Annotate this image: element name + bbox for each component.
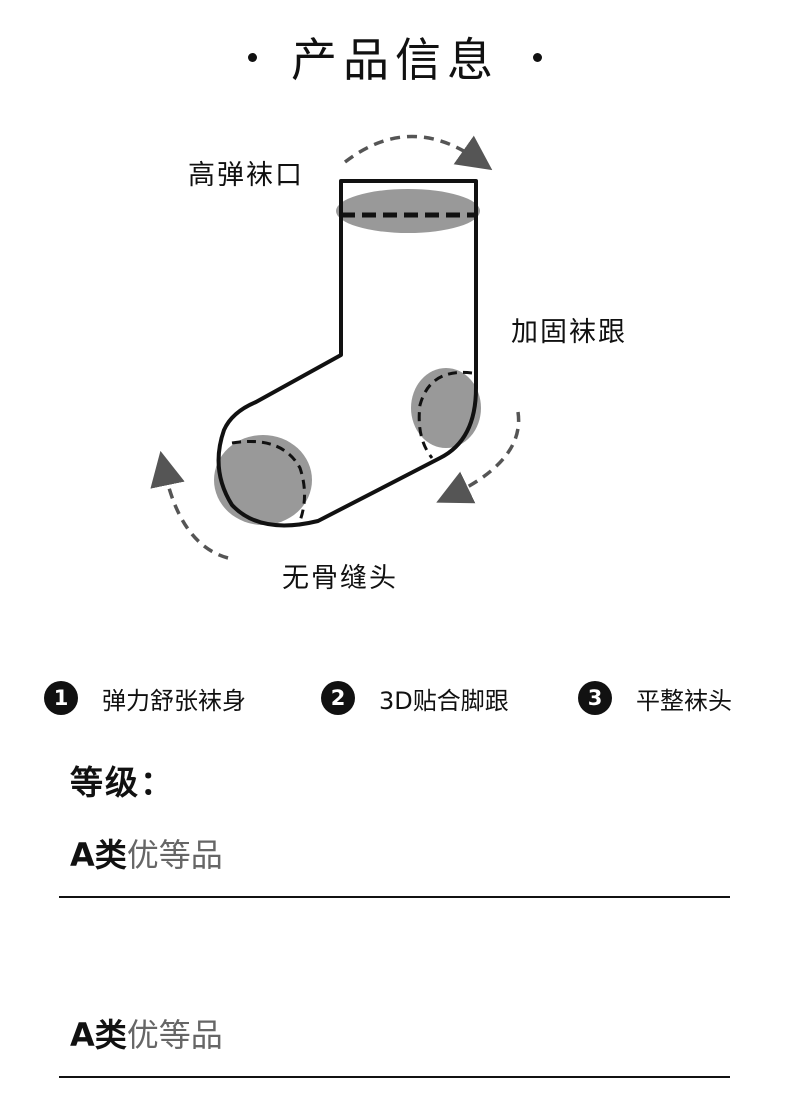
feature-item: 2 3D贴合脚跟 xyxy=(321,681,509,716)
callout-cuff: 高弹袜口 xyxy=(188,160,304,191)
grade-class: A类 xyxy=(70,836,127,874)
feature-label: 3D贴合脚跟 xyxy=(379,686,509,715)
divider-line xyxy=(59,1076,730,1078)
toe-highlight xyxy=(214,435,312,525)
toe-seam xyxy=(231,439,306,527)
grade-desc: 优等品 xyxy=(126,836,223,874)
page-title-row: 产品信息 xyxy=(0,22,790,92)
title-dot-left xyxy=(248,52,257,62)
feature-label: 平整袜头 xyxy=(636,686,732,715)
feature-list: 1 弹力舒张袜身 2 3D贴合脚跟 3 平整袜头 xyxy=(44,678,764,718)
heel-highlight xyxy=(411,368,481,448)
grade-row: A类优等品 xyxy=(70,1010,223,1056)
feature-number-badge: 3 xyxy=(578,681,612,715)
callout-toe: 无骨缝头 xyxy=(282,563,398,594)
feature-item: 3 平整袜头 xyxy=(578,681,732,716)
sock-diagram xyxy=(150,134,521,560)
feature-label: 弹力舒张袜身 xyxy=(102,686,246,715)
grade-desc: 优等品 xyxy=(126,1016,223,1054)
grade-class: A类 xyxy=(70,1016,127,1054)
title-dot-right xyxy=(533,52,542,62)
callout-heel: 加固袜跟 xyxy=(511,317,627,348)
feature-item: 1 弹力舒张袜身 xyxy=(44,681,246,716)
feature-number-badge: 1 xyxy=(44,681,78,715)
grade-row: A类优等品 xyxy=(70,830,223,876)
sock-outline xyxy=(216,179,478,528)
cuff-highlight xyxy=(336,189,480,233)
feature-number-badge: 2 xyxy=(321,681,355,715)
cuff-arrow xyxy=(343,134,493,171)
heel-seam xyxy=(417,370,473,459)
grade-heading: 等级： xyxy=(70,763,175,802)
page-title: 产品信息 xyxy=(291,33,499,87)
divider-line xyxy=(59,896,730,898)
